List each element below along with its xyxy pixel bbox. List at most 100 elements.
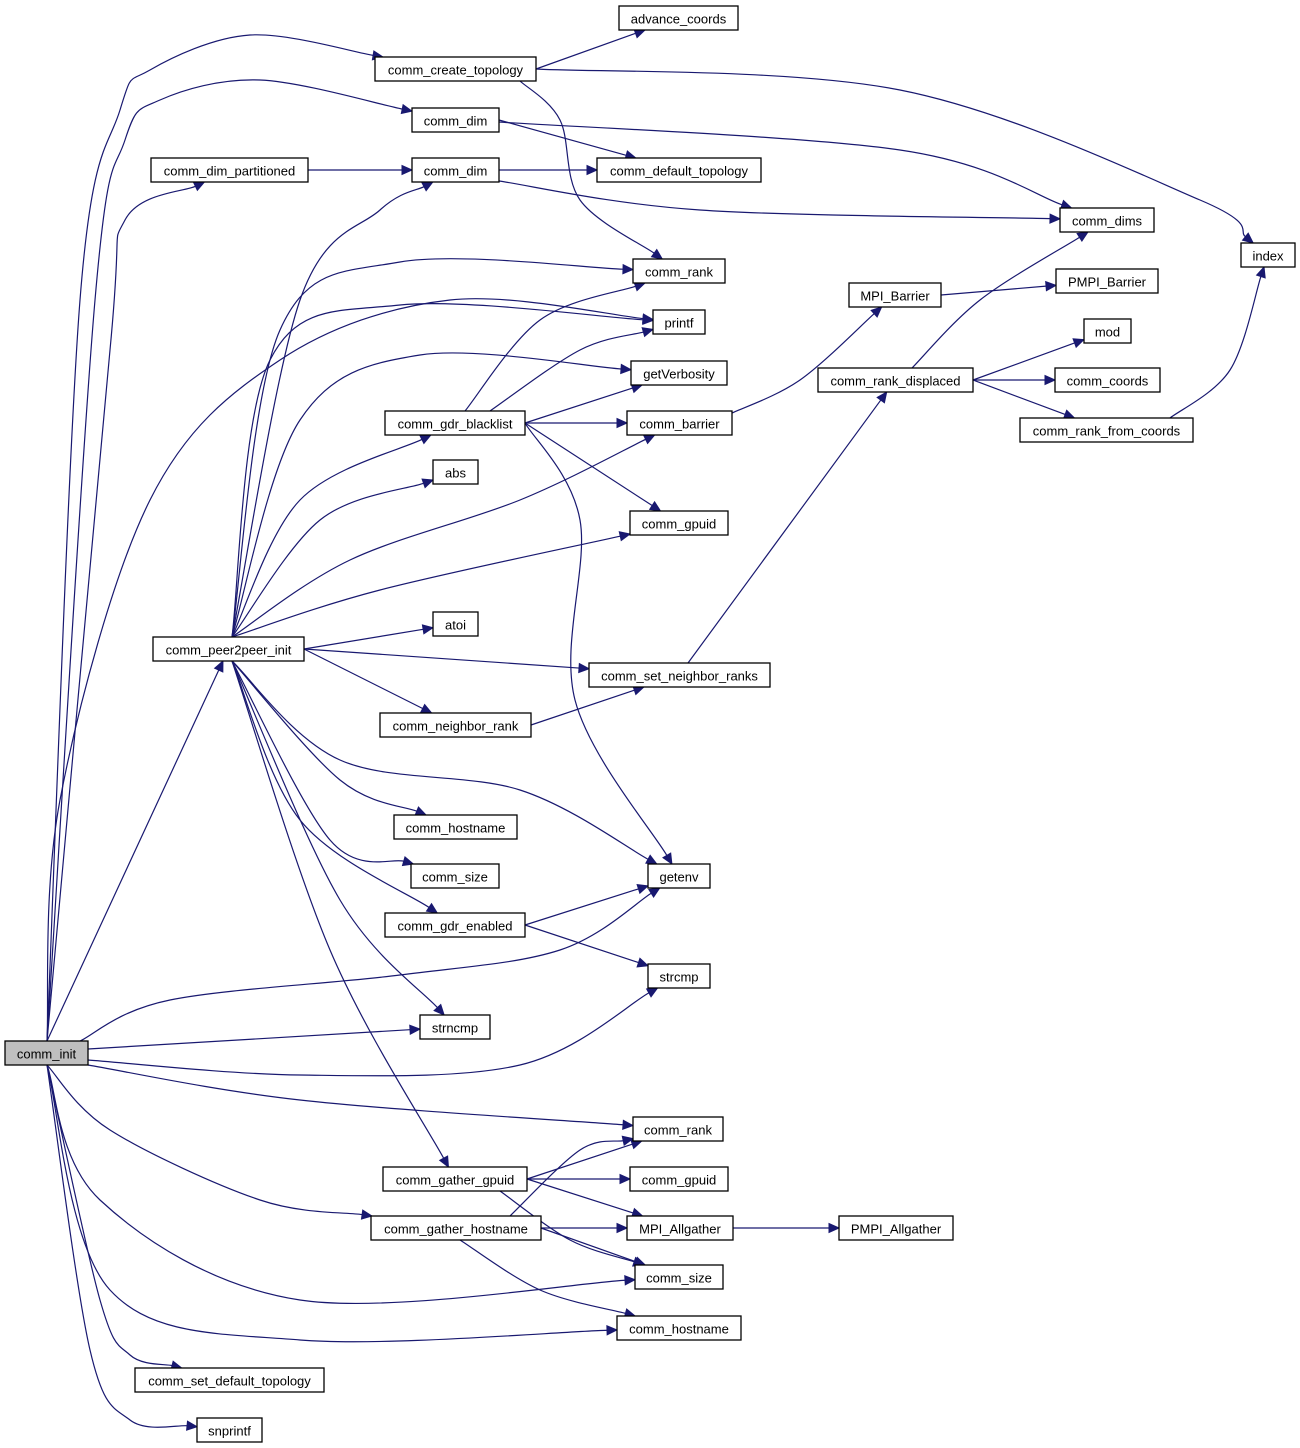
node-abs[interactable]: abs (432, 459, 479, 485)
arrowhead-icon (622, 263, 635, 275)
arrowhead-icon (620, 363, 633, 375)
node-getVerbosity[interactable]: getVerbosity (630, 360, 728, 386)
edge-line (524, 422, 668, 856)
arrowhead-icon (1255, 265, 1266, 279)
node-label: comm_neighbor_rank (393, 719, 519, 734)
edge-comm_barrier-to-MPI_Barrier (731, 306, 883, 414)
edge-line (46, 1064, 608, 1343)
arrowhead-icon (606, 1325, 619, 1336)
node-box (1240, 242, 1296, 268)
arrowhead-icon (419, 434, 432, 445)
node-comm-neighbor-rank[interactable]: comm_neighbor_rank (379, 712, 532, 738)
node-comm-rank-from-coords[interactable]: comm_rank_from_coords (1019, 417, 1194, 443)
edge-comm_peer2peer_init-to-comm_gpuid_a (231, 531, 632, 638)
edge-line (231, 482, 424, 638)
node-comm-rank-b[interactable]: comm_rank (632, 1116, 724, 1142)
node-box (419, 1014, 491, 1040)
node-comm-size-b[interactable]: comm_size (634, 1264, 724, 1290)
node-PMPI-Allgather[interactable]: PMPI_Allgather (838, 1215, 954, 1241)
edge-line (231, 660, 438, 1008)
edge-comm_rank_displaced-to-comm_coords (973, 374, 1057, 386)
node-mod[interactable]: mod (1083, 318, 1132, 344)
node-box (4, 1040, 89, 1066)
edge-comm_gather_gpuid-to-comm_rank_b (526, 1139, 643, 1180)
node-comm-dim-b[interactable]: comm_dim (411, 157, 500, 183)
node-comm-dims[interactable]: comm_dims (1059, 207, 1155, 233)
node-label: comm_create_topology (388, 63, 524, 78)
node-label: comm_hostname (629, 1322, 729, 1337)
node-comm-rank-displaced[interactable]: comm_rank_displaced (817, 367, 974, 393)
node-comm-gpuid-a[interactable]: comm_gpuid (629, 510, 729, 536)
node-comm-dim-a[interactable]: comm_dim (411, 107, 500, 133)
node-label: comm_barrier (639, 417, 720, 432)
arrowhead-icon (648, 887, 661, 899)
node-label: comm_gpuid (642, 517, 716, 532)
arrowhead-icon (616, 1222, 629, 1234)
node-box (1055, 268, 1159, 294)
arrowhead-icon (642, 434, 656, 445)
node-comm-size-a[interactable]: comm_size (410, 863, 500, 889)
node-comm-hostname-b[interactable]: comm_hostname (616, 1315, 742, 1341)
node-comm-set-default-topology[interactable]: comm_set_default_topology (134, 1367, 325, 1393)
node-advance-coords[interactable]: advance_coords (618, 5, 739, 31)
edge-comm_peer2peer_init-to-abs (231, 478, 435, 638)
node-snprintf[interactable]: snprintf (196, 1417, 263, 1443)
edge-comm_peer2peer_init-to-strncmp (231, 660, 445, 1016)
node-comm-gdr-enabled[interactable]: comm_gdr_enabled (384, 912, 526, 938)
node-box (848, 282, 942, 308)
edge-comm_gather_hostname-to-comm_rank_b (509, 1135, 635, 1217)
node-comm-gpuid-b[interactable]: comm_gpuid (629, 1166, 729, 1192)
node-label: MPI_Barrier (860, 289, 930, 304)
node-MPI-Allgather[interactable]: MPI_Allgather (626, 1215, 734, 1241)
edge-line (231, 352, 622, 638)
edge-line (231, 660, 430, 908)
node-comm-default-topology[interactable]: comm_default_topology (596, 157, 762, 183)
arrowhead-icon (419, 703, 433, 714)
node-comm-barrier[interactable]: comm_barrier (626, 410, 733, 436)
node-comm-create-topology[interactable]: comm_create_topology (374, 56, 537, 82)
node-comm-dim-partitioned[interactable]: comm_dim_partitioned (150, 157, 309, 183)
node-PMPI-Barrier[interactable]: PMPI_Barrier (1055, 268, 1159, 294)
node-MPI-Barrier[interactable]: MPI_Barrier (848, 282, 942, 308)
node-label: index (1252, 249, 1284, 264)
edge-comm_set_neighbor_ranks-to-comm_rank_displaced (687, 391, 888, 664)
edge-line (303, 648, 580, 669)
node-comm-gather-hostname[interactable]: comm_gather_hostname (370, 1215, 542, 1241)
node-comm-hostname-a[interactable]: comm_hostname (393, 814, 518, 840)
node-comm-peer2peer-init[interactable]: comm_peer2peer_init (152, 636, 305, 662)
node-comm-rank-a[interactable]: comm_rank (632, 258, 726, 284)
node-comm-gather-gpuid[interactable]: comm_gather_gpuid (382, 1166, 528, 1192)
node-label: atoi (445, 618, 466, 633)
arrowhead-icon (1049, 213, 1062, 224)
node-label: comm_hostname (406, 821, 506, 836)
node-getenv[interactable]: getenv (647, 863, 711, 889)
node-strcmp[interactable]: strcmp (647, 963, 711, 989)
node-printf[interactable]: printf (652, 309, 706, 335)
arrowhead-icon (400, 103, 414, 115)
arrowhead-icon (648, 500, 662, 512)
edge-line (498, 121, 1063, 206)
node-label: PMPI_Allgather (851, 1222, 942, 1237)
node-box (384, 410, 526, 436)
node-strncmp[interactable]: strncmp (419, 1014, 491, 1040)
edge-MPI_Allgather-to-PMPI_Allgather (733, 1222, 841, 1234)
edge-comm_init-to-comm_peer2peer_init (46, 659, 224, 1042)
edge-line (87, 992, 650, 1077)
edge-comm_peer2peer_init-to-comm_gdr_enabled (231, 660, 439, 914)
node-comm-init[interactable]: comm_init (4, 1040, 89, 1066)
edge-comm_gdr_blacklist-to-comm_barrier (525, 417, 629, 429)
edge-line (46, 1064, 173, 1367)
edge-comm_peer2peer_init-to-printf (231, 303, 655, 638)
edge-line (231, 660, 445, 1159)
node-comm-gdr-blacklist[interactable]: comm_gdr_blacklist (384, 410, 526, 436)
node-atoi[interactable]: atoi (432, 611, 479, 637)
nodes-layer: comm_init comm_create_topology advance_coo… (4, 5, 1296, 1443)
node-comm-coords[interactable]: comm_coords (1054, 367, 1161, 393)
node-comm-set-neighbor-ranks[interactable]: comm_set_neighbor_ranks (588, 662, 771, 688)
node-box (596, 157, 762, 183)
edge-comm_gdr_enabled-to-getenv (524, 884, 650, 926)
edge-line (303, 628, 424, 650)
node-label: getenv (659, 870, 699, 885)
node-index[interactable]: index (1240, 242, 1296, 268)
node-box (150, 157, 309, 183)
